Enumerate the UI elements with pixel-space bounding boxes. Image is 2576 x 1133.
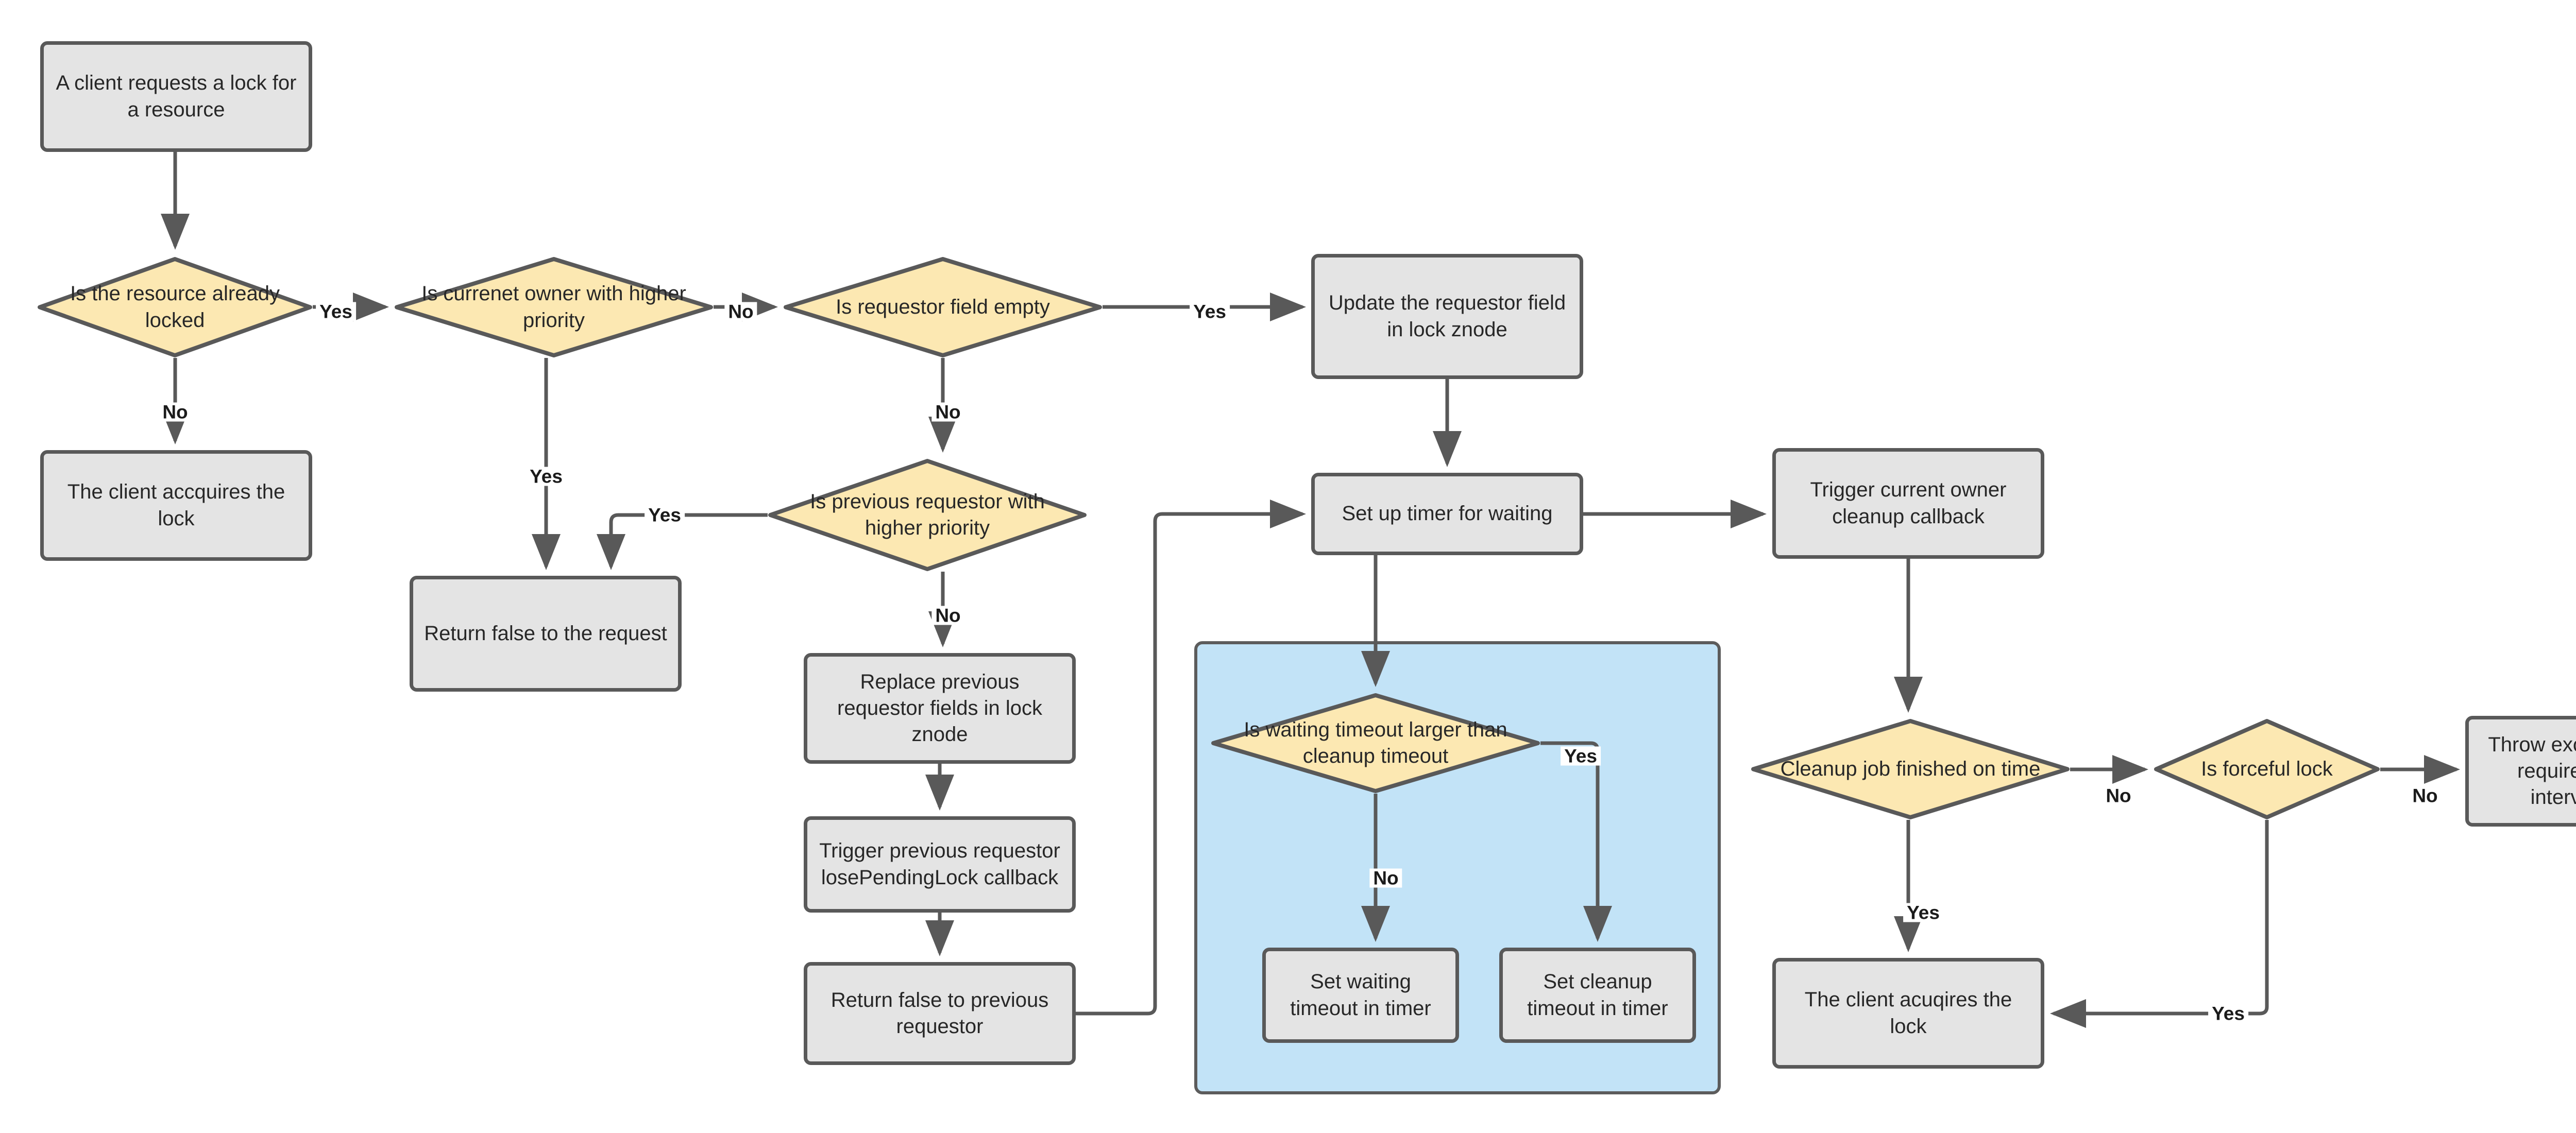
node-client_acquires1[interactable]: The client accquires the lock (40, 450, 312, 561)
edge-prev-priority-yes (597, 513, 768, 570)
diamond-shape (1751, 718, 2070, 820)
node-setup_timer[interactable]: Set up timer for waiting (1311, 473, 1583, 555)
node-cleanup_on_time[interactable]: Cleanup job finished on time (1751, 718, 2070, 820)
edge-label-yes: Yes (316, 302, 356, 321)
node-throw_exception[interactable]: Throw exception and require human interv… (2465, 716, 2576, 827)
node-label: Trigger previous requestor losePendingLo… (819, 839, 1060, 889)
node-label: Return false to previous requestor (831, 988, 1049, 1038)
edge-forcefullock-yes (2050, 820, 2269, 1028)
node-client_acquires2[interactable]: The client acuqires the lock (1772, 958, 2044, 1069)
node-forceful_lock[interactable]: Is forceful lock (2154, 718, 2380, 820)
node-label: Replace previous requestor fields in loc… (837, 670, 1042, 746)
node-label: Update the requestor field in lock znode (1328, 291, 1566, 341)
node-label: Cleanup job finished on time (1780, 757, 2041, 780)
node-label: Throw exception and require human interv… (2488, 733, 2576, 809)
node-replace_fields[interactable]: Replace previous requestor fields in loc… (804, 653, 1076, 764)
node-label: Is waiting timeout larger than cleanup t… (1244, 718, 1507, 767)
edge-label-yes: Yes (2208, 1004, 2248, 1023)
node-label: Set cleanup timeout in timer (1527, 970, 1668, 1020)
node-prev_priority[interactable]: Is previous requestor with higher priori… (768, 458, 1087, 572)
diamond-shape (394, 256, 714, 358)
node-update_requestor[interactable]: Update the requestor field in lock znode (1311, 254, 1583, 379)
node-set_waiting_to[interactable]: Set waiting timeout in timer (1262, 948, 1459, 1043)
node-return_false_prev[interactable]: Return false to previous requestor (804, 962, 1076, 1065)
diamond-shape (768, 458, 1087, 572)
node-label: Set up timer for waiting (1342, 502, 1553, 525)
node-label: Is previous requestor with higher priori… (810, 490, 1045, 539)
node-label: Trigger current owner cleanup callback (1810, 478, 2007, 528)
edge-label-no: No (931, 402, 964, 422)
node-trigger_cleanup[interactable]: Trigger current owner cleanup callback (1772, 448, 2044, 559)
edge-label-no: No (1369, 868, 1402, 888)
node-label: A client requests a lock for a resource (56, 72, 297, 121)
node-label: The client accquires the lock (67, 480, 285, 530)
edge-label-yes: Yes (645, 505, 685, 525)
node-resource_locked[interactable]: Is the resource already locked (37, 256, 313, 358)
edge-label-yes: Yes (526, 467, 566, 486)
node-label: Return false to the request (424, 622, 667, 645)
edge-label-no: No (2102, 786, 2135, 805)
edge-label-yes: Yes (1903, 903, 1943, 922)
node-label: Is currenet owner with higher priority (421, 282, 686, 332)
node-return_false_req[interactable]: Return false to the request (410, 576, 682, 692)
node-waiting_timeout[interactable]: Is waiting timeout larger than cleanup t… (1211, 693, 1540, 794)
diamond-shape (783, 256, 1103, 358)
edge-label-no: No (159, 402, 192, 422)
node-label: Is the resource already locked (70, 282, 280, 332)
node-label: The client acuqires the lock (1804, 988, 2012, 1038)
diamond-shape (2154, 718, 2380, 820)
node-start[interactable]: A client requests a lock for a resource (40, 41, 312, 152)
node-set_cleanup_to[interactable]: Set cleanup timeout in timer (1499, 948, 1696, 1043)
edge-label-no: No (931, 606, 964, 625)
edge-label-yes: Yes (1190, 302, 1230, 321)
edge-label-no: No (2409, 786, 2442, 805)
node-label: Is requestor field empty (836, 295, 1050, 318)
node-requestor_empty[interactable]: Is requestor field empty (783, 256, 1103, 358)
edge-label-yes: Yes (1561, 746, 1601, 766)
node-label: Is forceful lock (2201, 757, 2333, 780)
edge-label-no: No (724, 302, 757, 321)
diamond-shape (37, 256, 313, 358)
node-owner_priority[interactable]: Is currenet owner with higher priority (394, 256, 714, 358)
node-trigger_prev[interactable]: Trigger previous requestor losePendingLo… (804, 816, 1076, 913)
node-label: Set waiting timeout in timer (1290, 970, 1431, 1020)
